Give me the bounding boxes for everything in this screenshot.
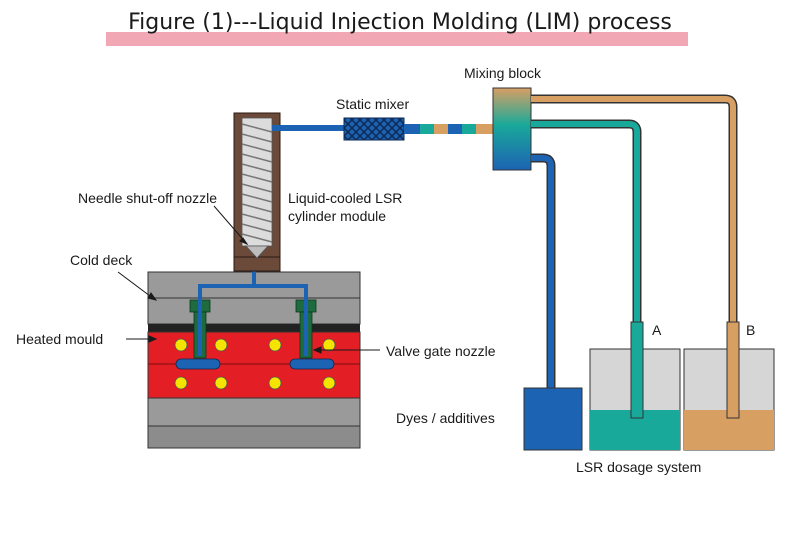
part-cavity-left <box>175 358 221 370</box>
cold-deck-plate <box>147 297 361 325</box>
leader-lines <box>117 205 380 354</box>
static-mixer-label: Static mixer <box>336 96 410 112</box>
line-a <box>531 121 640 322</box>
dosage-system-label: LSR dosage system <box>576 459 702 475</box>
mould-assembly <box>147 254 361 449</box>
base-plate <box>147 425 361 449</box>
needle-nozzle-label: Needle shut-off nozzle <box>78 190 218 206</box>
lsr-cylinder-module <box>233 112 281 272</box>
valve-gate-label: Valve gate nozzle <box>386 343 496 359</box>
tank-a <box>589 321 681 451</box>
cylinder-label-line1: Liquid-cooled LSR <box>288 190 403 206</box>
tank-b <box>683 321 775 451</box>
part-cavity-right <box>289 358 335 370</box>
tank-a-label: A <box>652 322 662 338</box>
title-highlight <box>106 32 688 46</box>
insulation-plate <box>148 324 360 332</box>
figure-title: Figure (1)---Liquid Injection Molding (L… <box>128 10 672 35</box>
mixing-block-label: Mixing block <box>464 65 542 81</box>
line-dyes <box>531 155 554 388</box>
dyes-additives-tank <box>523 387 583 451</box>
heated-mould-label: Heated mould <box>16 331 104 347</box>
tank-b-label: B <box>746 322 756 338</box>
dyes-label: Dyes / additives <box>396 410 495 426</box>
needle-tip <box>245 245 269 259</box>
line-b <box>531 96 736 322</box>
cylinder-label-line2: cylinder module <box>288 208 387 224</box>
static-mixer-element <box>343 117 405 141</box>
cold-deck-label: Cold deck <box>70 252 133 268</box>
mixing-block <box>492 87 532 171</box>
bottom-clamp-plate <box>147 397 361 427</box>
heater-elements <box>174 338 336 390</box>
